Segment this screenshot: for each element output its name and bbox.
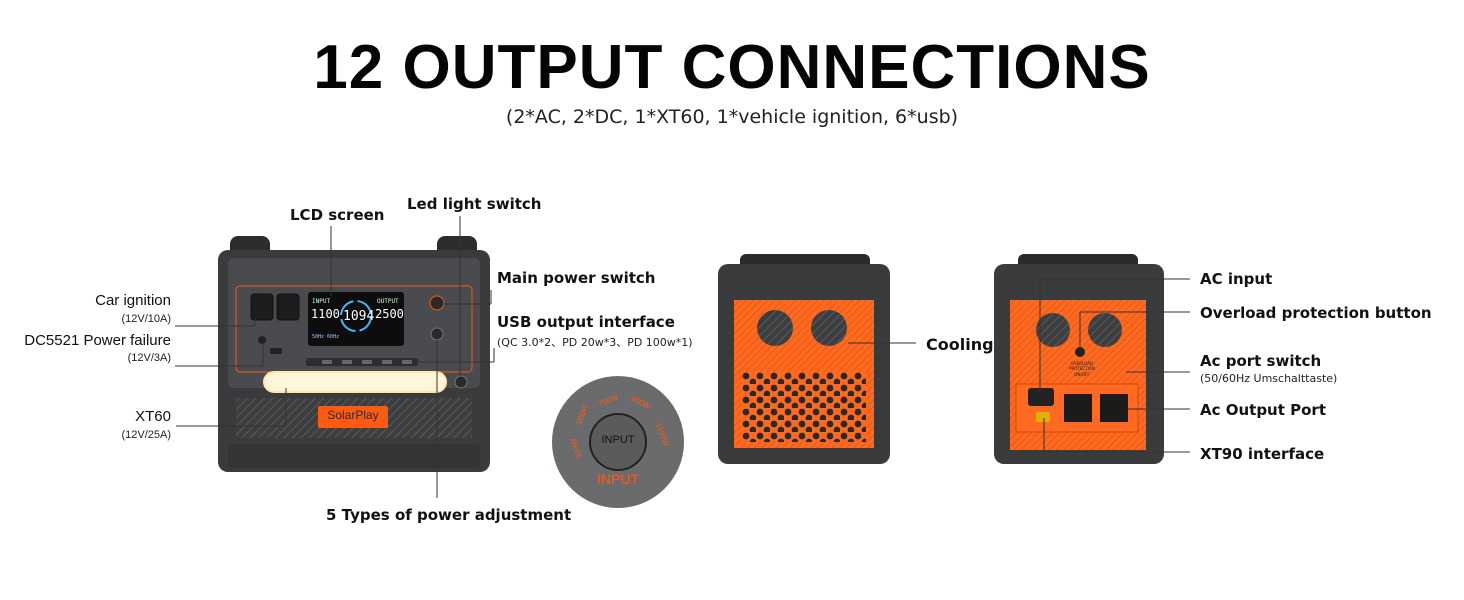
cooling-label: Cooling	[926, 335, 994, 354]
ac-port-switch-spec: (50/60Hz Umschalttaste)	[1200, 372, 1338, 385]
xt60-spec: (12V/25A)	[121, 429, 171, 441]
lcd-frequency-tag: 50Hz 60Hz	[312, 334, 340, 340]
brand-logo: SolarPlay	[327, 408, 379, 422]
ac-port-switch-label: Ac port switch	[1200, 352, 1322, 370]
lcd-input-tag: INPUT	[312, 298, 331, 305]
car-ignition-label: Car ignition	[95, 292, 171, 309]
front-unit	[175, 216, 495, 498]
led-switch-label: Led light switch	[407, 195, 542, 213]
main-power-switch-label: Main power switch	[497, 269, 656, 287]
overload-panel-text: OVERLOAD PROTECTION	[1069, 361, 1095, 371]
lcd-input-value: 1100	[311, 307, 340, 321]
usb-output-spec: (QC 3.0*2、PD 20w*3、PD 100w*1)	[497, 336, 693, 349]
side-unit	[718, 254, 916, 464]
lcd-center-value: 1094	[343, 309, 375, 324]
dc5521-label: DC5521 Power failure	[24, 332, 171, 349]
knob-bottom-label: INPUT	[597, 471, 639, 487]
lcd-output-value: 2500	[375, 307, 404, 321]
usb-output-label: USB output interface	[497, 313, 675, 331]
xt60-label: XT60	[135, 408, 171, 425]
dc5521-spec: (12V/3A)	[127, 352, 171, 364]
overload-protection-label: Overload protection button	[1200, 304, 1432, 322]
ac-input-label: AC input	[1200, 270, 1273, 288]
lcd-screen	[308, 292, 404, 346]
ac-output-port-label: Ac Output Port	[1200, 401, 1326, 419]
power-adjustment-label: 5 Types of power adjustment	[326, 506, 572, 524]
car-ignition-spec: (12V/10A)	[121, 313, 171, 325]
xt90-label: XT90 interface	[1200, 445, 1325, 463]
lcd-output-tag: OUTPUT	[377, 298, 399, 305]
onoff-panel-text: ON/OFF	[1074, 372, 1090, 377]
knob-center-label: INPUT	[601, 434, 635, 446]
rear-unit	[994, 254, 1190, 464]
page-title: 12 OUTPUT CONNECTIONS	[313, 33, 1151, 102]
page-subtitle: (2*AC, 2*DC, 1*XT60, 1*vehicle ignition,…	[505, 106, 959, 128]
input-knob	[552, 376, 684, 508]
lcd-screen-label: LCD screen	[290, 206, 385, 224]
